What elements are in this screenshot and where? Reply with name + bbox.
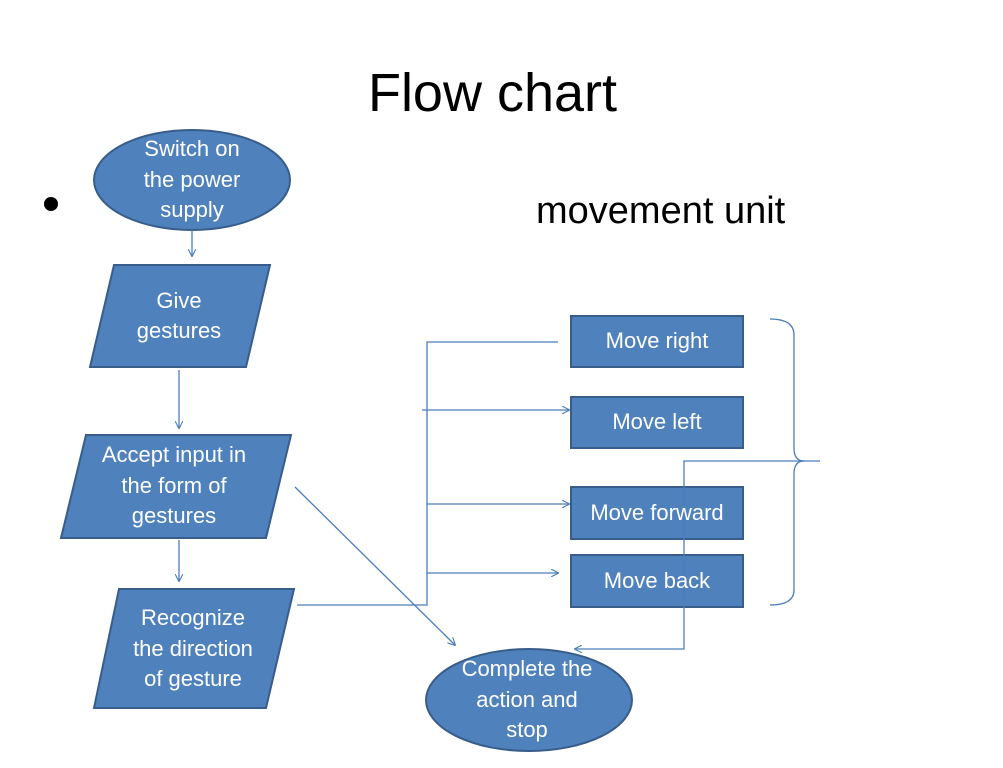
right-curly-brace [769, 318, 805, 606]
move-left-box [570, 396, 744, 449]
accept-input-parallelogram [59, 434, 293, 539]
start-oval-label: Switch on the power supply [143, 136, 241, 223]
recognize-label: Recognize the direction of gesture [133, 605, 253, 692]
complete-oval-label: Complete the action and stop [461, 656, 593, 743]
arrow-accept-to-complete [294, 486, 455, 645]
give-gestures-label: Give gestures [136, 287, 222, 343]
move-forward-box [570, 486, 744, 540]
move-back-box [570, 554, 744, 608]
move-right-label: Move right [605, 328, 709, 354]
complete-oval [425, 648, 633, 752]
move-forward-label: Move forward [590, 499, 724, 525]
move-back-label: Move back [603, 567, 711, 593]
move-right-box [570, 315, 744, 368]
move-left-label: Move left [612, 409, 702, 435]
give-gestures-parallelogram [88, 264, 272, 368]
bullet-point-icon [44, 197, 58, 211]
slide-subtitle: movement unit [536, 190, 786, 232]
slide-title: Flow chart [367, 63, 618, 123]
accept-input-label: Accept input in the form of gestures [101, 442, 247, 529]
recognize-parallelogram [92, 588, 296, 709]
connector-brace-to-complete [575, 460, 820, 649]
connector-recognize-to-bus [297, 341, 558, 606]
